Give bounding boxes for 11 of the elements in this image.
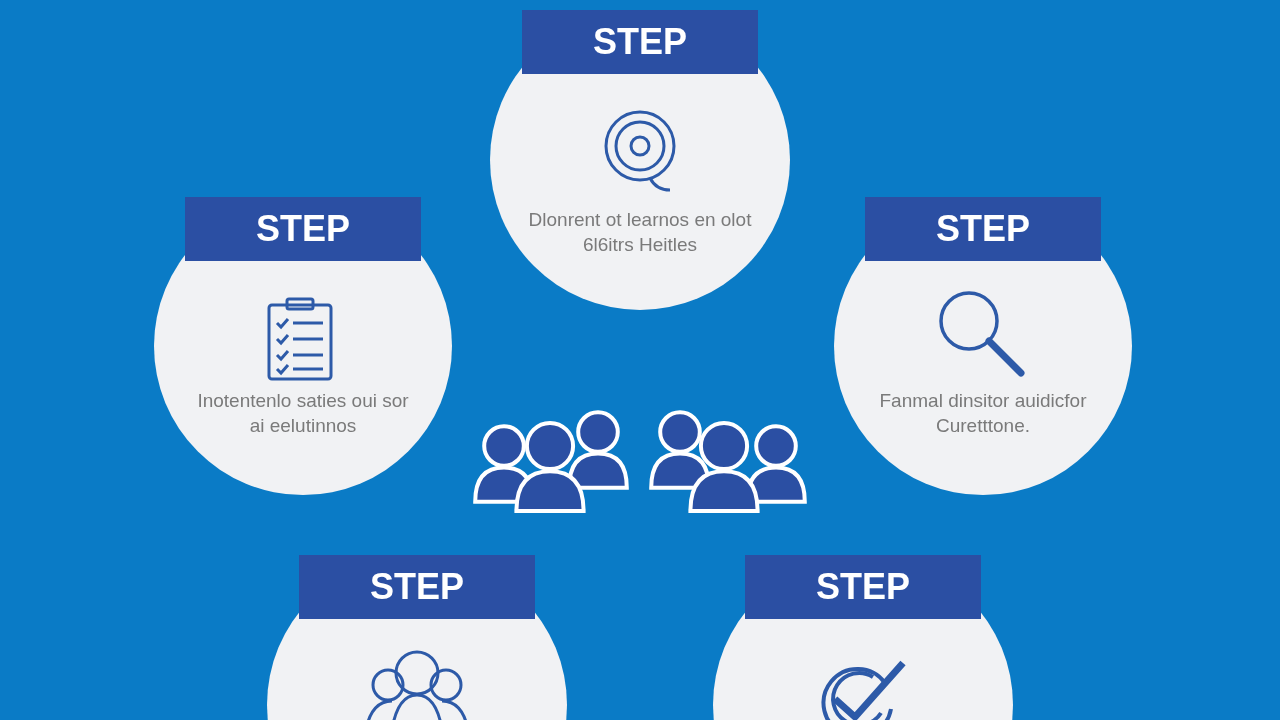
step-description: Dlonrent ot learnos en olot 6l6itrs Heitles — [527, 208, 753, 257]
step-header-bar: STEP — [522, 10, 758, 74]
step-header-bar: STEP — [865, 197, 1101, 261]
step-circle — [490, 10, 790, 310]
step-header-bar: STEP — [745, 555, 981, 619]
step-header-bar: STEP — [185, 197, 421, 261]
step-circle — [834, 197, 1132, 495]
step-description: Fanmal dinsitor auidicfor Curetttone. — [878, 389, 1088, 438]
step-header-bar: STEP — [299, 555, 535, 619]
step-description: Inotentenlo saties oui sor ai eelutinnos — [196, 389, 410, 438]
step-circle — [154, 197, 452, 495]
